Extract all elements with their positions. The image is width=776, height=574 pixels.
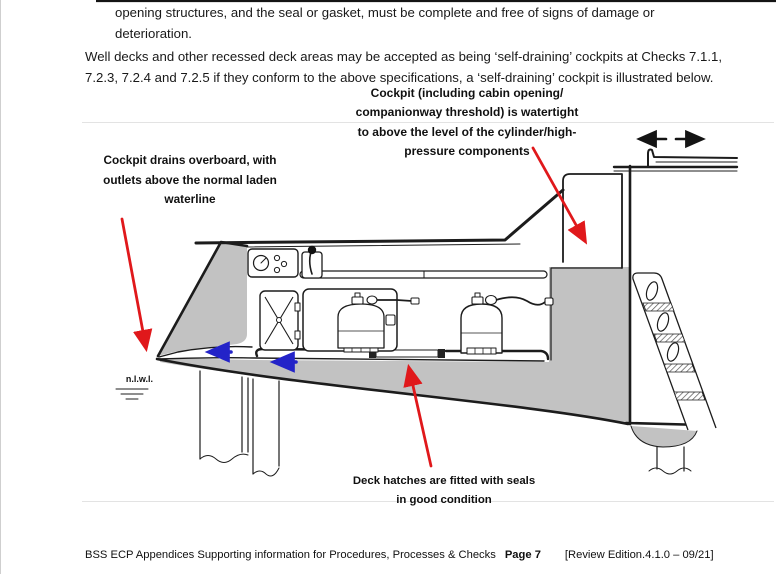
ladder-tread [642,302,675,312]
gas-hose-2 [495,296,546,306]
gas-cylinder-2 [460,292,554,355]
text-line: opening structures, and the seal or gask… [115,5,655,20]
drain-flow-arrows [204,341,298,373]
ladder-handhold [666,342,680,362]
text-line: Well decks and other recessed deck areas… [85,49,722,64]
hatches-annotation: Deck hatches are fitted with seals in go… [353,472,535,510]
drains-annotation: Cockpit drains overboard, with outlets a… [103,151,277,210]
text-line: to above the level of the cylinder/high- [357,124,577,139]
gas-cylinder-1 [337,303,385,349]
text-line: Cockpit drains overboard, with [103,153,277,167]
deck-hatch [369,349,445,358]
footer-edition: [Review Edition.4.1.0 – 09/21] [564,549,714,561]
text-line: Cockpit (including cabin opening/ [370,86,564,100]
annotation-arrows [120,146,588,468]
ladder-tread [653,333,686,343]
footer-page-number: Page 7 [504,549,541,561]
text-line: outlets above the normal laden [103,172,277,187]
text-line: waterline [164,192,216,206]
gas-hose-1 [377,299,413,302]
paragraph-well-decks: Well decks and other recessed deck areas… [85,47,722,88]
text-line: in good condition [396,494,492,506]
regulator-2 [484,294,498,306]
cockpit-seat-strip [299,270,548,279]
hatches-annotation-arrow [403,363,433,468]
ladder-tread [663,363,696,373]
boarding-ladder [632,272,717,431]
paragraph-opening-structures: opening structures, and the seal or gask… [115,3,655,44]
footer-title: BSS ECP Appendices Supporting informatio… [85,549,496,561]
page-footer: BSS ECP Appendices Supporting informatio… [85,549,714,561]
throttle-knob [307,245,317,255]
text-line: companionway threshold) is watertight [355,105,579,120]
regulator-1 [366,295,378,305]
instrument-panel [247,245,323,279]
watertight-annotation-arrow [531,146,588,245]
waterline-abbr-label: n.l.w.l. [126,374,153,384]
text-line: deterioration. [115,25,192,41]
ladder-handhold [656,312,670,332]
ladder-tread [673,391,706,401]
gas-locker [259,288,420,353]
text-line: pressure components [404,144,530,159]
drains-annotation-arrow [120,217,153,353]
text-line: 7.2.3, 7.2.4 and 7.2.5 if they conform t… [85,69,714,85]
watertight-annotation: Cockpit (including cabin opening/ compan… [356,84,579,162]
hull-gray-fill [158,242,697,447]
ladder-handhold [645,281,659,301]
text-line: Deck hatches are fitted with seals [352,475,536,487]
